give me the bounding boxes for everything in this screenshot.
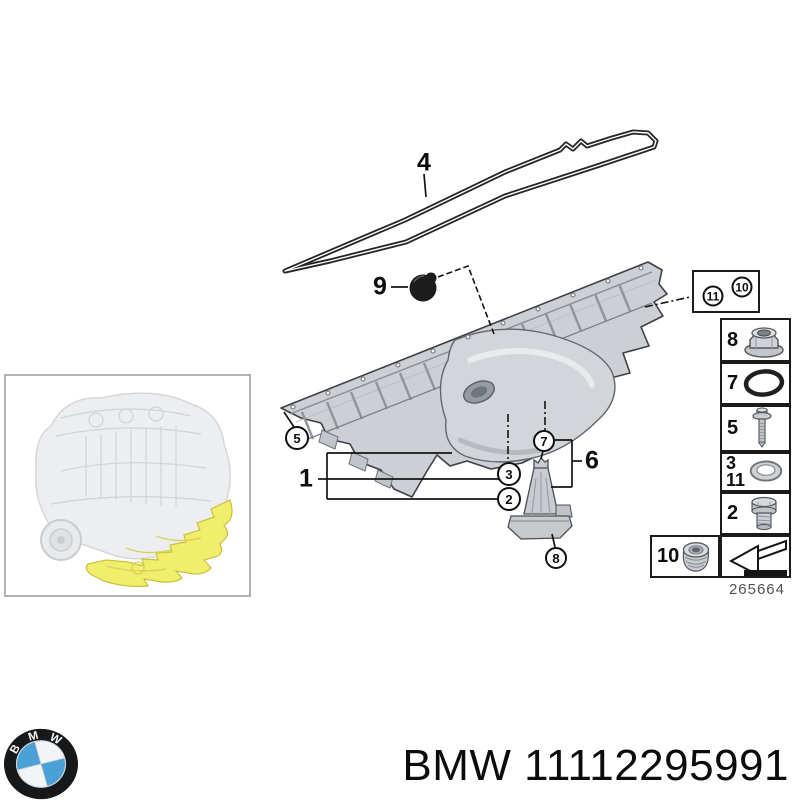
label-6: 6: [585, 446, 599, 475]
oil-drain-plug-icon: [683, 541, 710, 572]
legend-number-3: 3: [726, 453, 737, 473]
legend-direction-arrow-box: [720, 535, 791, 578]
dashdot-leaders: [507, 296, 691, 462]
label-4: 4: [417, 148, 431, 177]
callout-10: 10: [731, 276, 753, 298]
legend-row-10: 10: [650, 535, 720, 578]
bmw-logo: B M W: [4, 728, 78, 800]
bmw-logo-letter-m: M: [27, 729, 40, 744]
label-1: 1: [299, 464, 313, 493]
o-ring-icon: [743, 369, 785, 397]
legend-row-7: 7: [720, 362, 791, 405]
part-number-label: BMW 11112295991: [402, 741, 789, 790]
oil-pan-gasket: [282, 129, 659, 274]
callout-5: 5: [285, 426, 309, 450]
legend-row-8: 8: [720, 318, 791, 362]
dipstick-guide: [507, 456, 573, 540]
flange-nut-icon: [744, 327, 784, 358]
callout-11: 11: [702, 285, 724, 307]
legend-number-11: 11: [726, 470, 746, 490]
leader-lines: [283, 173, 734, 548]
callout-7: 7: [533, 430, 555, 452]
dashed-leaders: [437, 264, 495, 335]
engine-thumbnail-image: [34, 392, 233, 588]
sealing-cap: [409, 272, 437, 302]
screw-plug-icon: [751, 496, 777, 530]
callout-3: 3: [497, 462, 521, 486]
oil-pan: [280, 261, 668, 498]
label-9: 9: [373, 272, 387, 301]
legend-row-2: 2: [720, 492, 791, 535]
callout-2: 2: [497, 487, 521, 511]
legend-row-3-11: 3 11: [720, 452, 791, 492]
highlighted-oil-pan: [85, 499, 233, 588]
drawing-number: 265664: [728, 581, 785, 598]
sealing-washer-icon: [749, 460, 783, 482]
legend-row-5: 5: [720, 405, 791, 452]
flange-bolt-icon: [752, 407, 772, 448]
direction-arrow-icon: [728, 539, 787, 576]
engine-thumbnail: [4, 374, 251, 597]
bmw-logo-quadrant-blue: [17, 741, 41, 770]
callout-8: 8: [545, 547, 567, 569]
